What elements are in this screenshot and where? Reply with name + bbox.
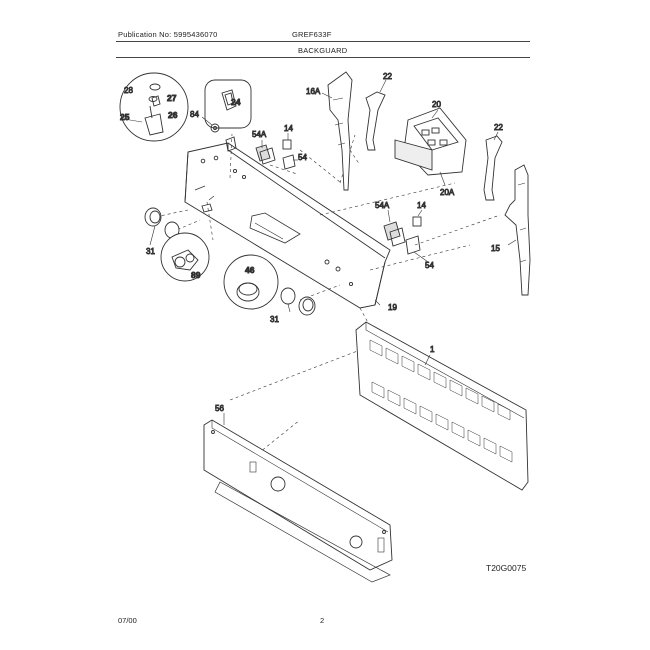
label-84: 84 [190,110,199,119]
label-leaders [123,79,517,425]
section-title: BACKGUARD [298,46,348,55]
footer-date: 07/00 [118,616,137,625]
label-31-bottom: 31 [270,315,279,324]
label-20: 20 [432,100,441,109]
label-15: 15 [491,244,500,253]
bracket-22-top [365,91,386,151]
label-20a: 20A [440,188,455,197]
infinite-switch-callout [119,72,189,142]
label-54a-mid: 54A [375,201,390,210]
model-number: GREF633F [292,30,332,39]
label-28: 28 [124,86,133,95]
oven-knob-callout [223,254,279,310]
publication-number: Publication No: 5995436070 [118,30,218,39]
vent-slots-upper [369,339,511,421]
knobs-bottom [280,287,316,316]
label-54-mid: 54 [425,261,434,270]
part-84 [210,123,237,152]
label-56: 56 [215,404,224,413]
label-54a-top: 54A [252,130,267,139]
backguard-frame-56 [203,419,393,583]
label-24: 24 [231,97,241,107]
label-22-right: 22 [494,123,503,132]
label-16a: 16A [306,87,321,96]
bracket-15 [504,164,531,296]
header-rule-top [116,41,530,42]
vent-slots-lower [371,381,513,463]
knobs-left [144,203,213,239]
clock-timer-20 [394,107,467,176]
label-14-mid: 14 [417,201,426,210]
indicator-light-callout [204,79,252,129]
header-rule-bottom [116,57,530,58]
label-46: 46 [245,265,255,275]
back-panel-1 [355,321,529,491]
label-22-top: 22 [383,72,392,81]
knob-detail-callout [160,232,210,282]
bracket-16a [327,71,353,191]
label-54-top: 54 [298,153,307,162]
label-25: 25 [120,112,130,122]
switch-group-top [255,139,296,170]
diagram-code: T20G0075 [486,563,527,573]
label-1: 1 [430,345,435,354]
label-19: 19 [388,303,397,312]
control-panel-19 [184,142,391,309]
label-26: 26 [168,110,178,120]
label-14-top: 14 [284,124,293,133]
label-89: 89 [191,270,201,280]
page-number: 2 [320,616,325,625]
switch-group-middle [383,216,422,255]
bracket-22-right [483,135,503,201]
label-27: 27 [167,93,177,103]
label-31-left: 31 [146,247,155,256]
